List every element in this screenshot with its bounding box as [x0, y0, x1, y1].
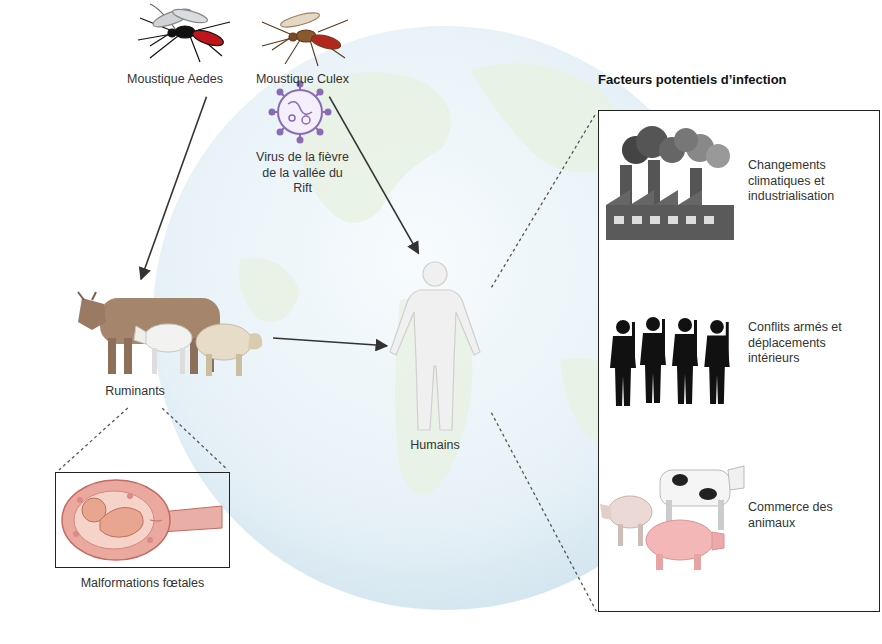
factor-item: Commerce des animaux	[600, 456, 876, 578]
frame-border	[598, 110, 880, 612]
panel-heading: Facteurs potentiels d’infection	[598, 72, 848, 88]
humans-node: Humains	[385, 256, 485, 456]
node-label: Moustique Aedes	[110, 72, 240, 88]
node-label: Commerce des animaux	[748, 500, 876, 531]
transmission-arrow	[141, 97, 207, 279]
factory-icon	[606, 126, 734, 240]
mosquito-label-node: Moustique Culex	[245, 0, 360, 94]
virus-icon	[270, 82, 331, 143]
human-figure	[390, 262, 480, 430]
node-label: Ruminants	[70, 384, 200, 400]
node-label: Moustique Culex	[245, 72, 360, 88]
soldiers-icon	[610, 317, 730, 406]
transmission-arrow	[273, 338, 387, 346]
culex-mosquito	[262, 10, 348, 66]
zoom-line	[491, 113, 596, 612]
virus-node: Virus de la fièvre de la vallée du Rift	[255, 82, 350, 214]
zoom-line	[59, 408, 228, 470]
mosquito-label-node: Moustique Aedes	[110, 0, 240, 94]
ruminants-node: Ruminants	[70, 282, 270, 406]
zoom-box: Malformations fœtales	[55, 472, 230, 596]
node-label: Conflits armés et déplacements intérieur…	[748, 320, 876, 367]
node-label: Malformations fœtales	[55, 576, 230, 592]
factor-item: Changements climatiques et industrialisa…	[600, 126, 876, 246]
aedes-mosquito	[138, 4, 230, 62]
fetus-illustration	[62, 480, 222, 560]
node-label: Humains	[385, 438, 485, 454]
factors-panel: Facteurs potentiels d’infectionChangemen…	[592, 70, 882, 614]
node-label: Changements climatiques et industrialisa…	[748, 158, 876, 205]
livestock-icon	[600, 466, 744, 570]
frame-border	[55, 472, 230, 568]
node-label: Virus de la fièvre de la vallée du Rift	[255, 150, 350, 197]
factor-item: Conflits armés et déplacements intérieur…	[600, 306, 876, 416]
ruminants-illustration	[78, 292, 262, 376]
